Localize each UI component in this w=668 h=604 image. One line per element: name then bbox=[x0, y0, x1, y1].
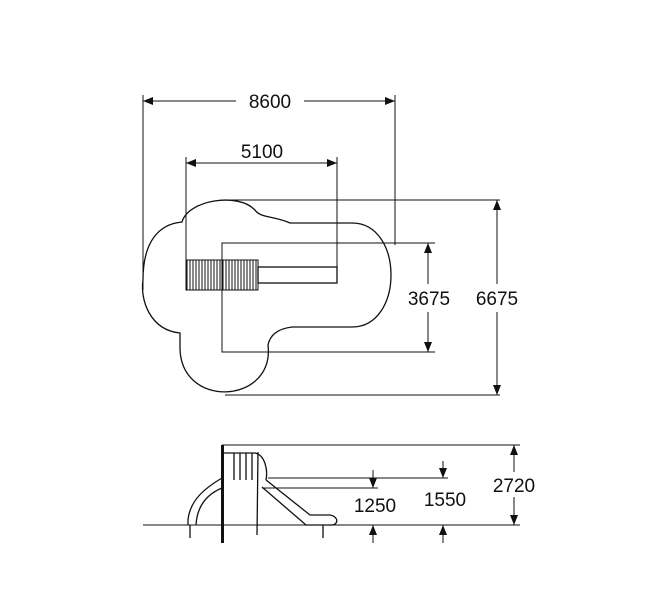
climbing-panel bbox=[224, 452, 268, 481]
label-3675: 3675 bbox=[408, 289, 450, 310]
dimension-overall-width: 6675 bbox=[225, 199, 518, 396]
dimension-structure-width: 3675 bbox=[408, 243, 450, 352]
straight-slide bbox=[261, 479, 338, 526]
post bbox=[221, 445, 224, 543]
label-8600: 8600 bbox=[249, 92, 291, 113]
label-6675: 6675 bbox=[476, 289, 518, 310]
dimension-height-1250: 1250 bbox=[262, 470, 396, 543]
dimension-structure-length: 5100 bbox=[185, 142, 338, 283]
plan-view: 8600 5100 3675 6675 bbox=[141, 92, 518, 396]
dimension-overall-height: 2720 bbox=[493, 445, 535, 525]
slide-plan bbox=[257, 266, 338, 284]
dimension-overall-length: 8600 bbox=[142, 92, 396, 290]
structure-footprint bbox=[221, 242, 435, 353]
label-5100: 5100 bbox=[241, 142, 283, 163]
safety-zone-outline bbox=[141, 199, 392, 393]
label-1250: 1250 bbox=[354, 496, 396, 517]
side-view: 1250 1550 2720 bbox=[143, 444, 535, 543]
dimension-height-1550: 1550 bbox=[268, 461, 466, 543]
stairs bbox=[185, 259, 223, 291]
label-1550: 1550 bbox=[424, 490, 466, 511]
ladder-post bbox=[256, 451, 259, 536]
curved-slide bbox=[187, 477, 223, 526]
label-2720: 2720 bbox=[493, 476, 535, 497]
platform bbox=[221, 259, 259, 291]
